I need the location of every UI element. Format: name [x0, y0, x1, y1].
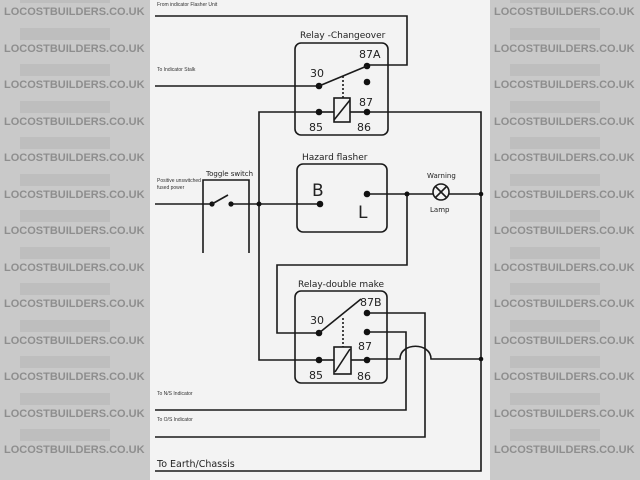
relay-double-title: Relay-double make — [298, 280, 385, 290]
pin-label-l: L — [358, 203, 368, 223]
watermark-text: LOCOSTBUILDERS.CO.UK — [4, 42, 145, 55]
watermark-car-logo — [490, 429, 640, 441]
watermark-text: LOCOSTBUILDERS.CO.UK — [4, 115, 145, 128]
watermark-text: LOCOSTBUILDERS.CO.UK — [4, 225, 145, 237]
watermark-text: LOCOSTBUILDERS.CO.UK — [4, 152, 145, 164]
relay-changeover-title: Relay -Changeover — [300, 31, 386, 41]
watermark-car-logo — [0, 392, 150, 405]
toggle-switch — [209, 194, 234, 207]
pin-label-87a: 87A — [359, 48, 381, 61]
label-from-flasher: From indicator Flasher Unit — [157, 2, 218, 8]
label-to-stalk: To Indicator Stalk — [157, 67, 196, 73]
watermark-text: LOCOSTBUILDERS.CO.UK — [494, 225, 635, 237]
junction-dot — [478, 191, 484, 197]
pin-label-87b: 87B — [360, 296, 382, 309]
wire-os — [155, 312, 426, 438]
pin-label-85: 85 — [309, 369, 323, 382]
watermark-car-logo — [490, 246, 640, 259]
watermark-text: LOCOSTBUILDERS.CO.UK — [494, 261, 635, 274]
pin-label-86: 86 — [357, 370, 371, 383]
watermark-text: LOCOSTBUILDERS.CO.UK — [494, 115, 635, 128]
watermark-car-logo — [490, 283, 640, 295]
watermark-car-logo — [490, 100, 640, 113]
watermark-text: LOCOSTBUILDERS.CO.UK — [494, 79, 635, 91]
junction-dot — [404, 191, 410, 197]
watermark-text: LOCOSTBUILDERS.CO.UK — [494, 42, 635, 55]
watermark-car-logo — [490, 64, 640, 76]
label-positive-1: Positive unswitched — [157, 178, 201, 184]
watermark-text: LOCOSTBUILDERS.CO.UK — [4, 371, 145, 383]
pin-label-87: 87 — [358, 340, 372, 353]
watermark-text: LOCOSTBUILDERS.CO.UK — [494, 407, 635, 420]
watermark-text: LOCOSTBUILDERS.CO.UK — [494, 152, 635, 164]
watermark-car-logo — [0, 283, 150, 295]
watermark-text: LOCOSTBUILDERS.CO.UK — [494, 371, 635, 383]
watermark-car-logo — [0, 64, 150, 76]
wire-l-to-30 — [276, 194, 408, 334]
wiring-diagram-paper — [150, 0, 490, 480]
watermark-text: LOCOSTBUILDERS.CO.UK — [4, 444, 145, 456]
label-positive-2: fused power — [157, 185, 185, 191]
pin-label-85: 85 — [309, 121, 323, 134]
watermark-car-logo — [490, 173, 640, 186]
watermark-car-logo — [0, 0, 150, 3]
watermark-text: LOCOSTBUILDERS.CO.UK — [4, 407, 145, 420]
watermark-text: LOCOSTBUILDERS.CO.UK — [4, 79, 145, 91]
pin-label-86: 86 — [357, 121, 371, 134]
watermark-text: LOCOSTBUILDERS.CO.UK — [494, 6, 635, 18]
junction-dot — [478, 356, 484, 362]
watermark-car-logo — [490, 0, 640, 3]
wire-86-hop — [367, 345, 481, 360]
watermark-background-right: LOCOSTBUILDERS.CO.UK LOCOSTBUILDERS.CO.UK… — [490, 0, 640, 480]
watermark-text: LOCOSTBUILDERS.CO.UK — [4, 298, 145, 310]
wire-earth — [155, 111, 482, 472]
watermark-text: LOCOSTBUILDERS.CO.UK — [4, 188, 145, 201]
watermark-car-logo — [0, 173, 150, 186]
pin-label-30: 30 — [310, 67, 324, 80]
watermark-car-logo — [0, 246, 150, 259]
label-to-os: To O/S Indicator — [157, 417, 193, 423]
watermark-text: LOCOSTBUILDERS.CO.UK — [494, 444, 635, 456]
hazard-flasher: Hazard flasher B L — [296, 153, 388, 233]
label-to-ns: To N/S Indicator — [157, 391, 193, 397]
wires — [155, 15, 482, 472]
watermark-car-logo — [0, 27, 150, 40]
wire-85 — [258, 111, 319, 361]
relay-changeover: Relay -Changeover 30 87A 87 85 86 — [294, 31, 389, 136]
hazard-flasher-title: Hazard flasher — [302, 153, 368, 163]
lamp-label-2: Lamp — [430, 206, 450, 214]
watermark-car-logo — [0, 429, 150, 441]
watermark-text: LOCOSTBUILDERS.CO.UK — [494, 334, 635, 347]
watermark-car-logo — [490, 356, 640, 368]
junction-dot — [256, 201, 262, 207]
watermark-background-left: LOCOSTBUILDERS.CO.UK LOCOSTBUILDERS.CO.UK… — [0, 0, 150, 480]
watermark-text: LOCOSTBUILDERS.CO.UK — [494, 298, 635, 310]
toggle-switch-box — [202, 179, 250, 253]
watermark-car-logo — [490, 137, 640, 149]
warning-lamp-icon: Warning Lamp — [427, 172, 456, 214]
watermark-car-logo — [490, 392, 640, 405]
watermark-text: LOCOSTBUILDERS.CO.UK — [494, 188, 635, 201]
watermark-text: LOCOSTBUILDERS.CO.UK — [4, 6, 145, 18]
watermark-car-logo — [490, 27, 640, 40]
watermark-car-logo — [0, 100, 150, 113]
label-to-earth: To Earth/Chassis — [156, 459, 235, 470]
watermark-car-logo — [490, 210, 640, 222]
watermark-car-logo — [0, 319, 150, 332]
watermark-car-logo — [0, 210, 150, 222]
watermark-car-logo — [0, 137, 150, 149]
relay-double-make: Relay-double make 30 87B 87 85 86 — [294, 280, 388, 384]
watermark-text: LOCOSTBUILDERS.CO.UK — [4, 334, 145, 347]
watermark-car-logo — [490, 319, 640, 332]
toggle-switch-title: Toggle switch — [205, 170, 253, 178]
watermark-car-logo — [0, 356, 150, 368]
pin-label-87: 87 — [359, 96, 373, 109]
pin-label-b: B — [312, 181, 324, 201]
pin-label-30: 30 — [310, 314, 324, 327]
lamp-label-1: Warning — [427, 172, 456, 180]
watermark-text: LOCOSTBUILDERS.CO.UK — [4, 261, 145, 274]
